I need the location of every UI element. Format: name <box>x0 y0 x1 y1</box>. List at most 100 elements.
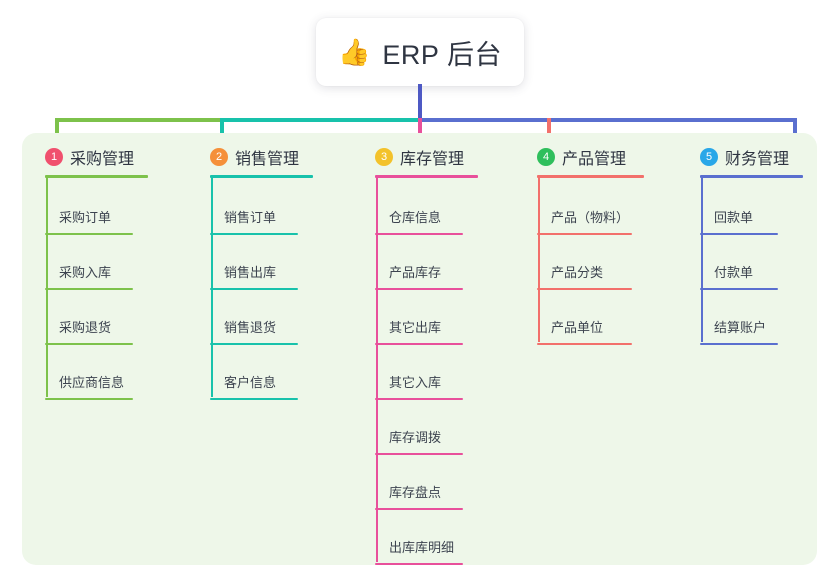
category-header-1[interactable]: 1 采购管理 <box>45 146 148 168</box>
leaf-item-underline <box>375 343 463 345</box>
leaf-item-label: 回款单 <box>714 210 754 225</box>
category-title: 销售管理 <box>235 151 300 168</box>
category-header-5[interactable]: 5 财务管理 <box>700 146 803 168</box>
leaf-item-label: 产品库存 <box>389 265 442 280</box>
branch-connector-1 <box>55 118 59 142</box>
leaf-item-label: 销售出库 <box>224 265 277 280</box>
leaf-item[interactable]: 产品库存 <box>375 235 463 290</box>
leaf-item-label: 出库库明细 <box>389 540 455 555</box>
category-column-5: 5 财务管理 <box>700 146 803 178</box>
category-underline <box>45 175 148 178</box>
leaf-item[interactable]: 库存盘点 <box>375 455 463 510</box>
root-stem-connector <box>418 84 422 122</box>
category-number-badge: 3 <box>375 148 393 166</box>
category-underline <box>210 175 313 178</box>
category-spine-1 <box>46 177 48 397</box>
leaf-item[interactable]: 出库库明细 <box>375 510 463 565</box>
root-node[interactable]: 👍 ERP 后台 <box>316 18 524 86</box>
branch-connector-4 <box>547 118 551 142</box>
leaf-item-label: 销售订单 <box>224 210 277 225</box>
category-title: 产品管理 <box>562 151 627 168</box>
category-spine-2 <box>211 177 213 397</box>
leaf-item[interactable]: 销售订单 <box>210 180 298 235</box>
leaf-item[interactable]: 供应商信息 <box>45 345 133 400</box>
category-underline <box>375 175 478 178</box>
leaf-item-underline <box>700 288 778 290</box>
leaf-item-underline <box>210 288 298 290</box>
leaf-item-label: 结算账户 <box>714 320 767 335</box>
category-spine-5 <box>701 177 703 342</box>
leaf-item-underline <box>45 343 133 345</box>
content-panel <box>22 133 817 565</box>
leaf-item-label: 付款单 <box>714 265 754 280</box>
leaf-item-label: 供应商信息 <box>59 375 125 390</box>
leaf-item[interactable]: 付款单 <box>700 235 778 290</box>
category-header-2[interactable]: 2 销售管理 <box>210 146 313 168</box>
leaf-item[interactable]: 采购入库 <box>45 235 133 290</box>
branch-connector-5 <box>793 118 797 142</box>
category-column-2: 2 销售管理 <box>210 146 313 178</box>
leaf-item-label: 库存调拨 <box>389 430 442 445</box>
leaf-item-underline <box>375 508 463 510</box>
leaf-item-underline <box>700 233 778 235</box>
category-spine-3 <box>376 177 378 562</box>
leaf-item[interactable]: 产品（物料） <box>537 180 632 235</box>
leaf-item-label: 产品分类 <box>551 265 604 280</box>
category-column-4: 4 产品管理 <box>537 146 644 178</box>
root-title: ERP 后台 <box>382 39 502 70</box>
leaf-item-label: 客户信息 <box>224 375 277 390</box>
leaf-item-underline <box>375 398 463 400</box>
category-title: 库存管理 <box>400 151 465 168</box>
leaf-item-label: 采购订单 <box>59 210 112 225</box>
bus-segment-blue <box>418 118 797 122</box>
category-underline <box>700 175 803 178</box>
leaf-item-underline <box>375 233 463 235</box>
leaf-item-underline <box>210 343 298 345</box>
leaf-item-label: 产品（物料） <box>551 210 630 225</box>
category-header-3[interactable]: 3 库存管理 <box>375 146 478 168</box>
branch-connector-2 <box>220 118 224 142</box>
category-header-4[interactable]: 4 产品管理 <box>537 146 644 168</box>
category-number-badge: 4 <box>537 148 555 166</box>
leaf-item-underline <box>45 288 133 290</box>
leaf-item-underline <box>700 343 778 345</box>
leaf-item[interactable]: 其它入库 <box>375 345 463 400</box>
thumbs-up-icon: 👍 <box>338 37 371 67</box>
bus-segment-green <box>57 118 225 122</box>
category-title: 财务管理 <box>725 151 790 168</box>
leaf-item[interactable]: 销售出库 <box>210 235 298 290</box>
category-number-badge: 5 <box>700 148 718 166</box>
leaf-item-label: 采购入库 <box>59 265 112 280</box>
leaf-item[interactable]: 其它出库 <box>375 290 463 345</box>
leaf-item[interactable]: 结算账户 <box>700 290 778 345</box>
leaf-item[interactable]: 仓库信息 <box>375 180 463 235</box>
leaf-item-label: 产品单位 <box>551 320 604 335</box>
leaf-item[interactable]: 采购订单 <box>45 180 133 235</box>
leaf-item[interactable]: 销售退货 <box>210 290 298 345</box>
leaf-item[interactable]: 产品分类 <box>537 235 632 290</box>
leaf-item-underline <box>375 288 463 290</box>
category-underline <box>537 175 644 178</box>
leaf-item[interactable]: 客户信息 <box>210 345 298 400</box>
category-number-badge: 1 <box>45 148 63 166</box>
leaf-item-underline <box>210 233 298 235</box>
branch-connector-3 <box>418 118 422 142</box>
category-column-1: 1 采购管理 <box>45 146 148 178</box>
leaf-item-underline <box>375 563 463 565</box>
category-number-badge: 2 <box>210 148 228 166</box>
leaf-item[interactable]: 库存调拨 <box>375 400 463 455</box>
leaf-item-label: 销售退货 <box>224 320 277 335</box>
leaf-item[interactable]: 采购退货 <box>45 290 133 345</box>
leaf-item-label: 库存盘点 <box>389 485 442 500</box>
leaf-item-underline <box>45 398 133 400</box>
leaf-item-label: 仓库信息 <box>389 210 442 225</box>
leaf-item-underline <box>537 233 632 235</box>
leaf-item[interactable]: 回款单 <box>700 180 778 235</box>
leaf-item-label: 其它出库 <box>389 320 442 335</box>
category-title: 采购管理 <box>70 151 135 168</box>
leaf-item-underline <box>537 288 632 290</box>
leaf-item-label: 其它入库 <box>389 375 442 390</box>
leaf-item[interactable]: 产品单位 <box>537 290 632 345</box>
leaf-item-underline <box>537 343 632 345</box>
